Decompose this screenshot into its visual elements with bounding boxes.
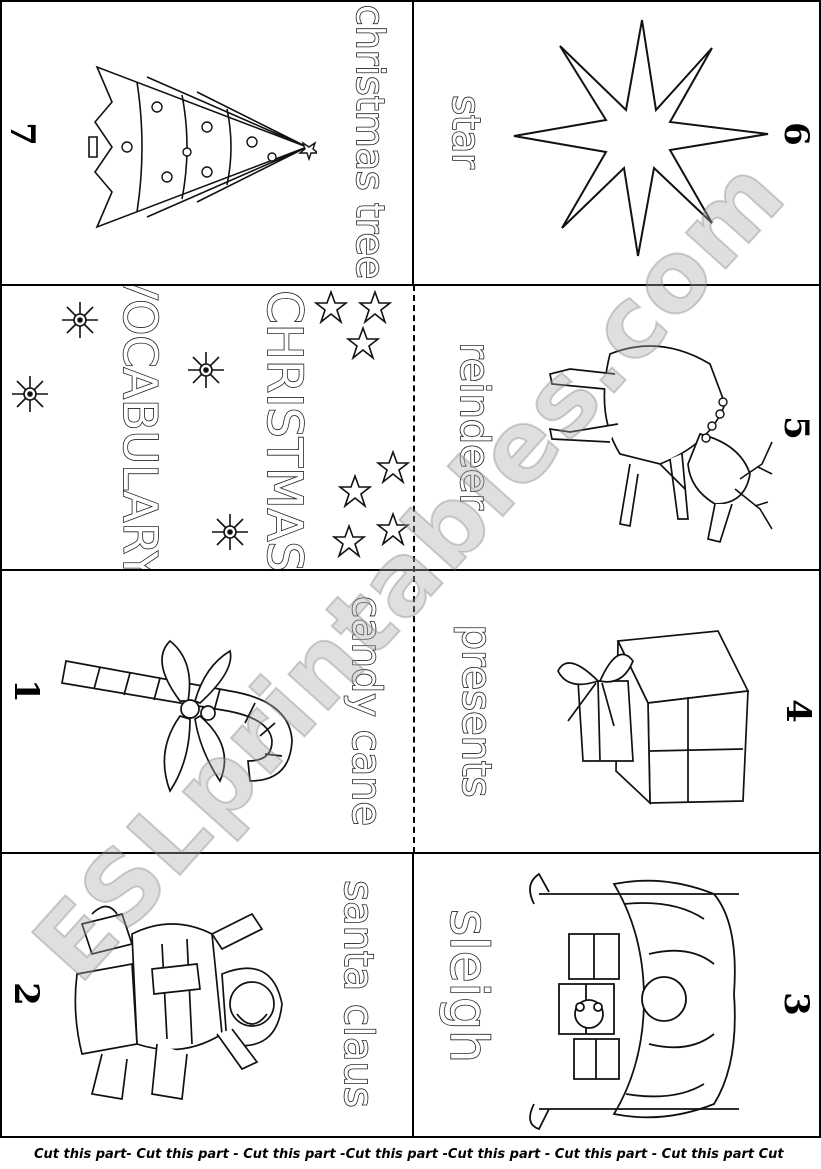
card-number: 1 — [6, 679, 46, 703]
small-star-icon — [314, 290, 348, 324]
cut-line-footer: Cut this part- Cut this part - Cut this … — [34, 1147, 784, 1162]
card-number: 6 — [776, 122, 816, 146]
card-label: reindeer — [450, 341, 498, 510]
small-star-icon — [338, 474, 372, 508]
card-label: candy cane — [342, 595, 390, 827]
card-number: 3 — [776, 992, 816, 1016]
small-star-icon — [376, 450, 410, 484]
card-number: 2 — [6, 982, 46, 1006]
card-number: 7 — [2, 122, 42, 146]
card-label: presents — [452, 624, 500, 798]
card-reindeer: reindeer 5 — [414, 286, 819, 569]
center-divider-bottom — [412, 853, 414, 1138]
cover-title-christmas: CHRISTMAS — [255, 289, 313, 569]
card-label: sleigh — [437, 908, 499, 1064]
card-label: santa claus — [334, 879, 382, 1108]
card-cover: VOCABULARY CHRISTMAS — [2, 286, 412, 569]
small-star-icon — [346, 326, 380, 360]
snowflake-icon — [212, 514, 248, 550]
card-number: 4 — [778, 699, 818, 723]
frame-top — [0, 0, 821, 2]
card-star: star 6 — [414, 2, 819, 284]
center-divider-top — [412, 0, 414, 285]
snowflake-icon — [12, 376, 48, 412]
row-divider-3 — [0, 852, 821, 854]
card-christmas-tree: 7 christmas tree — [2, 2, 412, 284]
card-number: 5 — [776, 416, 816, 440]
small-star-icon — [358, 290, 392, 324]
frame-bottom — [0, 1136, 821, 1138]
card-santa-claus: 2 santa claus — [2, 854, 412, 1136]
santa-claus-icon — [74, 905, 283, 1100]
card-candy-cane: 1 candy cane — [2, 571, 412, 852]
small-star-icon — [332, 524, 366, 558]
snowflake-icon — [188, 352, 224, 388]
reindeer-icon — [548, 345, 773, 544]
presents-icon — [557, 630, 750, 806]
row-divider-2 — [0, 569, 821, 571]
card-sleigh: sleigh 3 — [414, 854, 819, 1136]
christmas-tree-icon — [88, 65, 317, 229]
cover-title-vocabulary: VOCABULARY — [112, 286, 168, 569]
sleigh-icon — [529, 872, 739, 1131]
snowflake-icon — [62, 302, 98, 338]
card-presents: presents 4 — [414, 571, 819, 852]
card-label: star — [443, 94, 489, 169]
card-label: christmas tree — [347, 4, 393, 280]
row-divider-1 — [0, 284, 821, 286]
star-icon — [513, 19, 769, 257]
candy-cane-icon — [61, 639, 293, 793]
small-star-icon — [376, 512, 410, 546]
